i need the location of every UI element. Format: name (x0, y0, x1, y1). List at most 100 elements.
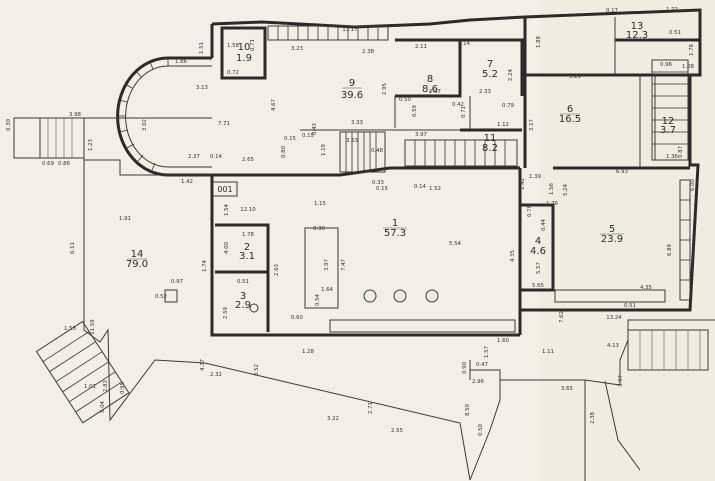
dimension-label: 0.90 (462, 361, 468, 374)
dimension-label: 6.00 (690, 178, 696, 191)
dimension-label: 2.33 (479, 89, 491, 95)
dimension-label: 4.67 (271, 99, 277, 111)
dimension-label: 1.15 (314, 201, 326, 207)
columns (164, 289, 439, 313)
dimension-label: 0.36 (313, 226, 326, 232)
dimension-label: 3.97 (415, 132, 427, 138)
room-number: 5 (609, 224, 615, 235)
dimension-label: 6.11 (70, 242, 76, 254)
paper-shade (540, 0, 715, 481)
dimension-label: 5.21 (569, 74, 581, 80)
dimension-label: 1.19 (321, 143, 327, 156)
room-number: 6 (567, 104, 573, 115)
dimension-label: 0.80 (281, 145, 287, 158)
dimension-label: 2.95 (382, 83, 388, 95)
dimension-label: 0.52 (254, 364, 260, 376)
room-area: 79.0 (126, 259, 148, 270)
dimension-label: 2.24 (508, 68, 514, 81)
dimension-label: 0.50 (399, 97, 412, 103)
dimension-label: 2.63 (274, 264, 280, 276)
dimension-label: 1.51 (199, 42, 205, 54)
dimension-label: 1.88 (536, 35, 542, 48)
dimension-label: 1.01 (84, 384, 96, 390)
dimension-label: 0.33 (372, 180, 384, 186)
room-labels: 6 16.5 9 39.6 8 8.6 7 5.2 10 1.9 11 8.2 … (126, 21, 676, 311)
dimension-label: 3.97 (618, 375, 624, 387)
dimension-label: 2.59 (223, 306, 229, 319)
dimension-label: 5.65 (532, 283, 544, 289)
dimension-label: 5.04 (100, 400, 106, 413)
room-area: 2.9 (235, 300, 251, 311)
room-number: 7 (487, 59, 493, 70)
room-area: 1.9 (236, 53, 252, 64)
dimension-label: 0.54 (315, 293, 321, 306)
dimension-label: 5.57 (536, 262, 542, 274)
interior-stairs (267, 25, 691, 333)
dimension-label: 0.97 (171, 279, 183, 285)
room-area: 5.2 (482, 69, 498, 80)
dimension-label: 13.24 (606, 315, 622, 321)
dimension-label: 5.54 (449, 241, 462, 247)
room-number: 11 (484, 133, 497, 144)
room-area: 39.6 (341, 90, 363, 101)
plan-code: 001 (217, 185, 232, 194)
dimension-label: 12.10 (240, 207, 256, 213)
room-number: 8 (427, 74, 433, 85)
room-number: 14 (131, 249, 144, 260)
dimension-label: 0.59 (412, 104, 418, 117)
room-area: 12.3 (626, 30, 648, 41)
dimension-label: 2.65 (242, 157, 254, 163)
dimension-label: 1.08 (682, 64, 695, 70)
dimension-label: 0.60 (291, 315, 304, 321)
dimension-label: 1.52 (429, 186, 441, 192)
dimension-label: 4.35 (510, 250, 516, 262)
plan-code-box (212, 181, 238, 197)
dimension-label: 0.43 (312, 123, 318, 135)
dimension-label: 6.89 (667, 243, 673, 256)
dimension-label: 3.17 (529, 119, 535, 131)
partitions (215, 17, 700, 332)
room-area: 8.2 (482, 143, 498, 154)
dimension-label: 3.23 (291, 46, 303, 52)
dimension-label: 6.93 (616, 169, 628, 175)
dimension-label: 0.86 (58, 161, 71, 167)
dimension-label: 1.72 (666, 7, 678, 13)
dimension-label: 0.14 (414, 184, 427, 190)
dimension-label: 1.56 (549, 182, 555, 195)
dimension-label: 0.72 (227, 70, 239, 76)
dimension-label: 3.33 (351, 120, 363, 126)
dimension-label: 1.12 (497, 122, 509, 128)
dimension-label: 0.15 (376, 186, 388, 192)
dimension-label: 4.13 (607, 343, 619, 349)
dimension-label: 2.83 (103, 380, 109, 392)
dimension-label: 0.71 (250, 39, 256, 51)
dimension-label: 0.87 (678, 146, 684, 158)
room-number: 12 (662, 116, 675, 127)
exterior (13, 117, 715, 481)
dimension-label: 7.71 (218, 121, 230, 127)
dimension-label: 1.58 (227, 43, 240, 49)
dimension-label: 3.98 (69, 112, 82, 118)
dimension-label: 0.47 (476, 362, 488, 368)
dimension-label: 8.50 (465, 403, 471, 416)
room-area: 4.6 (530, 246, 546, 257)
dimension-label: 2.37 (188, 154, 200, 160)
dimension-label: 7.47 (341, 259, 347, 271)
dimension-label: 1.11 (542, 349, 554, 355)
dimension-label: 0.71 (461, 106, 467, 118)
dimension-label: 13.17 (342, 27, 357, 33)
dimension-label: 0.51 (669, 30, 681, 36)
dimension-label: 3.63 (346, 138, 358, 144)
dimension-label: 4.37 (200, 359, 206, 371)
dimension-label: 0.51 (624, 303, 636, 309)
dimension-label: 0.48 (371, 148, 384, 154)
main-walls (210, 8, 702, 337)
dimension-label: 4.35 (640, 285, 652, 291)
dimension-label: 0.15 (302, 133, 314, 139)
room-area: 23.9 (601, 234, 623, 245)
dimension-label: 7.62 (559, 311, 565, 323)
dimension-label: 1.64 (321, 287, 334, 293)
dimension-label: 0.69 (42, 161, 55, 167)
room-number: 10 (238, 42, 251, 53)
